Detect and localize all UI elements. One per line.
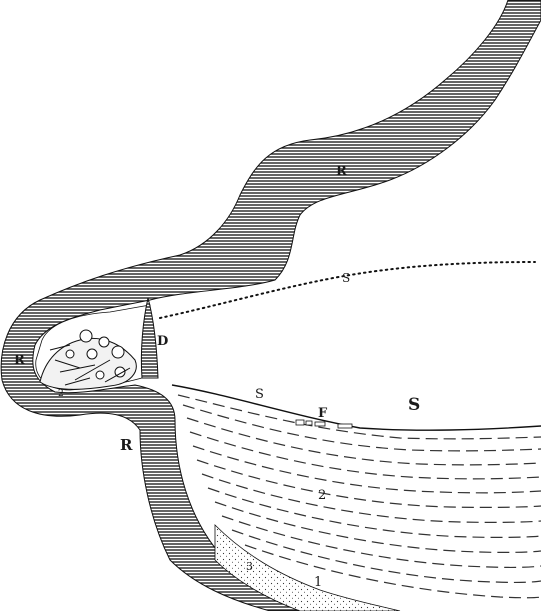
label-rock-lower: R [120,436,133,454]
door-stalagmite [140,297,159,379]
bone-heap [39,329,137,390]
label-sea-small: S [255,387,264,402]
sediment-strata [177,394,541,599]
label-rock-upper: R [336,164,347,179]
label-stratum-3: 3 [246,560,253,573]
label-stratum-2: 2 [318,488,326,503]
sand-stratum [214,524,401,611]
label-door: D [157,334,168,349]
label-cave-floor-2: 2 [58,389,64,399]
dotted-line [159,261,536,319]
label-rock-left: R [14,353,25,368]
fossil-fragments [295,419,353,429]
label-sea-large: S [408,395,420,415]
label-fossil: F [318,406,328,421]
label-sea-level: S [342,271,350,285]
label-stratum-1: 1 [314,575,322,590]
sediment-surface [171,384,541,431]
